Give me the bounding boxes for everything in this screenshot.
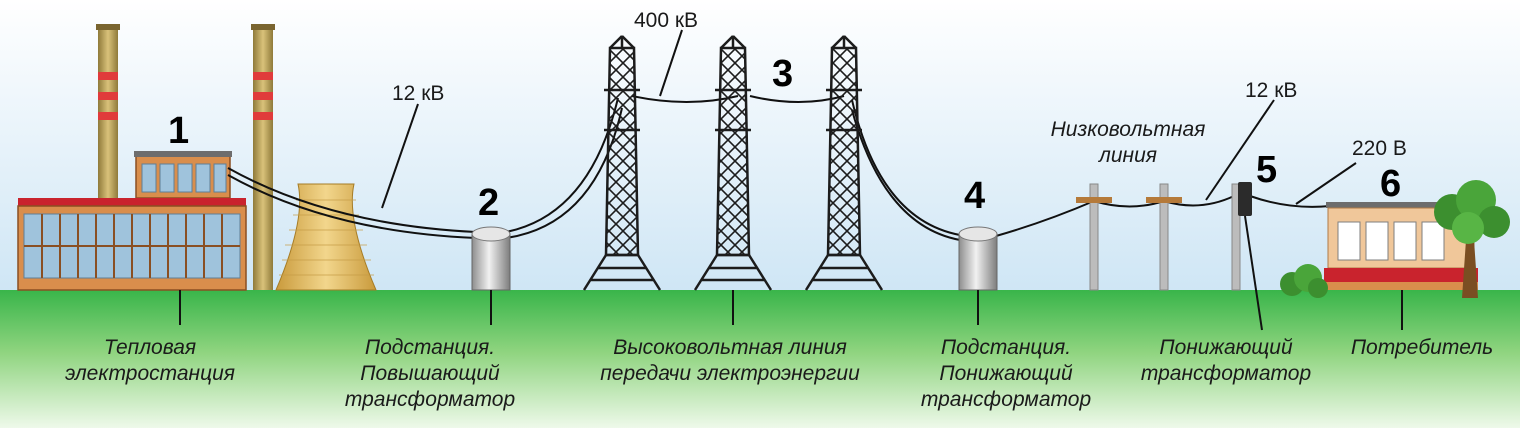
svg-text:электростанция: электростанция [65, 362, 235, 385]
svg-text:Понижающий: Понижающий [1159, 336, 1293, 359]
voltage-low: 12 кВ [1245, 79, 1297, 102]
transmission-tower-icon [804, 35, 884, 291]
ground [0, 290, 1520, 428]
label-consumer: Потребитель [1351, 336, 1493, 359]
label-step-down-transformer: Понижающий трансформатор [1141, 336, 1311, 385]
bush-icon [1280, 264, 1328, 298]
svg-text:трансформатор: трансформатор [345, 388, 515, 411]
voltage-consumer: 220 В [1352, 137, 1407, 160]
label-power-plant: Тепловая электростанция [65, 336, 235, 385]
svg-text:Повышающий: Повышающий [360, 362, 500, 385]
svg-text:Подстанция.: Подстанция. [941, 336, 1071, 359]
step-up-transformer-icon [471, 226, 511, 291]
label-step-down-substation: Подстанция. Понижающий трансформатор [921, 336, 1091, 411]
svg-text:Высоковольтная линия: Высоковольтная линия [613, 336, 847, 359]
marker-1: 1 [168, 110, 189, 152]
cooling-tower-icon [275, 183, 377, 291]
consumer-house-icon [1324, 202, 1478, 290]
chimney-icon [96, 24, 120, 198]
tree-icon [1434, 180, 1510, 298]
voltage-plant-line: 12 кВ [392, 82, 444, 105]
svg-text:Потребитель: Потребитель [1351, 336, 1493, 359]
label-pointers [179, 29, 1403, 331]
chimney-icon [251, 24, 275, 290]
label-lv-line: Низковольтная линия [1051, 118, 1206, 167]
svg-text:Тепловая: Тепловая [104, 336, 196, 359]
label-step-up-substation: Подстанция. Повышающий трансформатор [345, 336, 515, 411]
svg-text:трансформатор: трансформатор [921, 388, 1091, 411]
svg-text:Подстанция.: Подстанция. [365, 336, 495, 359]
utility-pole-icon [1076, 183, 1112, 291]
marker-2: 2 [478, 182, 499, 224]
marker-6: 6 [1380, 163, 1401, 205]
marker-5: 5 [1256, 149, 1277, 191]
label-hv-line: Высоковольтная линия передачи электроэне… [600, 336, 860, 385]
marker-3: 3 [772, 53, 793, 95]
voltage-high: 400 кВ [634, 9, 698, 32]
utility-pole-icon [1146, 183, 1182, 291]
svg-text:Понижающий: Понижающий [939, 362, 1073, 385]
step-down-transformer-icon [958, 226, 998, 291]
pole-transformer-icon [1231, 182, 1252, 291]
plant-line-wires [227, 167, 477, 239]
svg-text:линия: линия [1098, 144, 1157, 167]
svg-text:Низковольтная: Низковольтная [1051, 118, 1206, 141]
transmission-tower-icon [693, 35, 773, 291]
transmission-tower-icon [582, 35, 662, 291]
svg-text:трансформатор: трансформатор [1141, 362, 1311, 385]
marker-4: 4 [964, 175, 985, 217]
svg-text:передачи электроэнергии: передачи электроэнергии [600, 362, 860, 385]
